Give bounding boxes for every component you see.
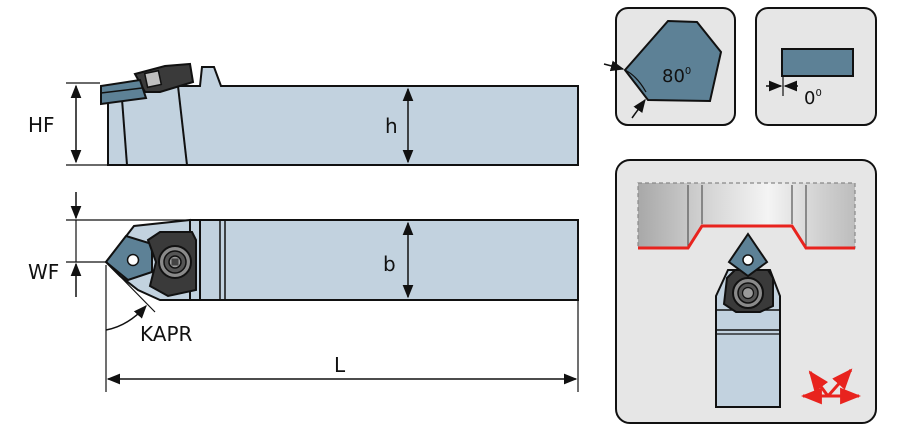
- kapr-label: KAPR: [140, 322, 193, 346]
- clearance-angle-label: 00: [804, 88, 822, 109]
- h-label: h: [385, 114, 398, 138]
- h-dimension: h: [385, 87, 414, 164]
- side-view-insert: [100, 78, 148, 106]
- clearance-angle-degree: 0: [815, 88, 821, 99]
- l-label: L: [334, 353, 346, 377]
- top-view: [104, 218, 579, 301]
- side-view-shank: [107, 66, 579, 166]
- clearance-angle-value: 0: [804, 88, 815, 109]
- insert-angle-degree: 0: [685, 66, 691, 77]
- insert-profile-icon: [781, 48, 854, 77]
- b-label: b: [383, 252, 396, 276]
- insert-angle-label: 800: [662, 66, 691, 87]
- hf-label: HF: [28, 113, 55, 137]
- application-panel: [615, 159, 877, 424]
- wf-label: WF: [28, 260, 59, 284]
- l-dimension: L: [105, 265, 579, 392]
- b-dimension: b: [383, 221, 414, 299]
- side-view: [100, 62, 579, 166]
- clearance-angle-panel: 00: [755, 7, 877, 126]
- insert-shape-panel: 800: [603, 7, 736, 126]
- kapr-dimension: KAPR: [105, 261, 193, 346]
- hf-dimension: HF: [28, 82, 108, 166]
- insert-angle-value: 80: [662, 66, 685, 87]
- feed-directions-icon: [800, 368, 862, 405]
- machined-profile: [638, 224, 855, 250]
- wf-dimension: WF: [28, 192, 190, 297]
